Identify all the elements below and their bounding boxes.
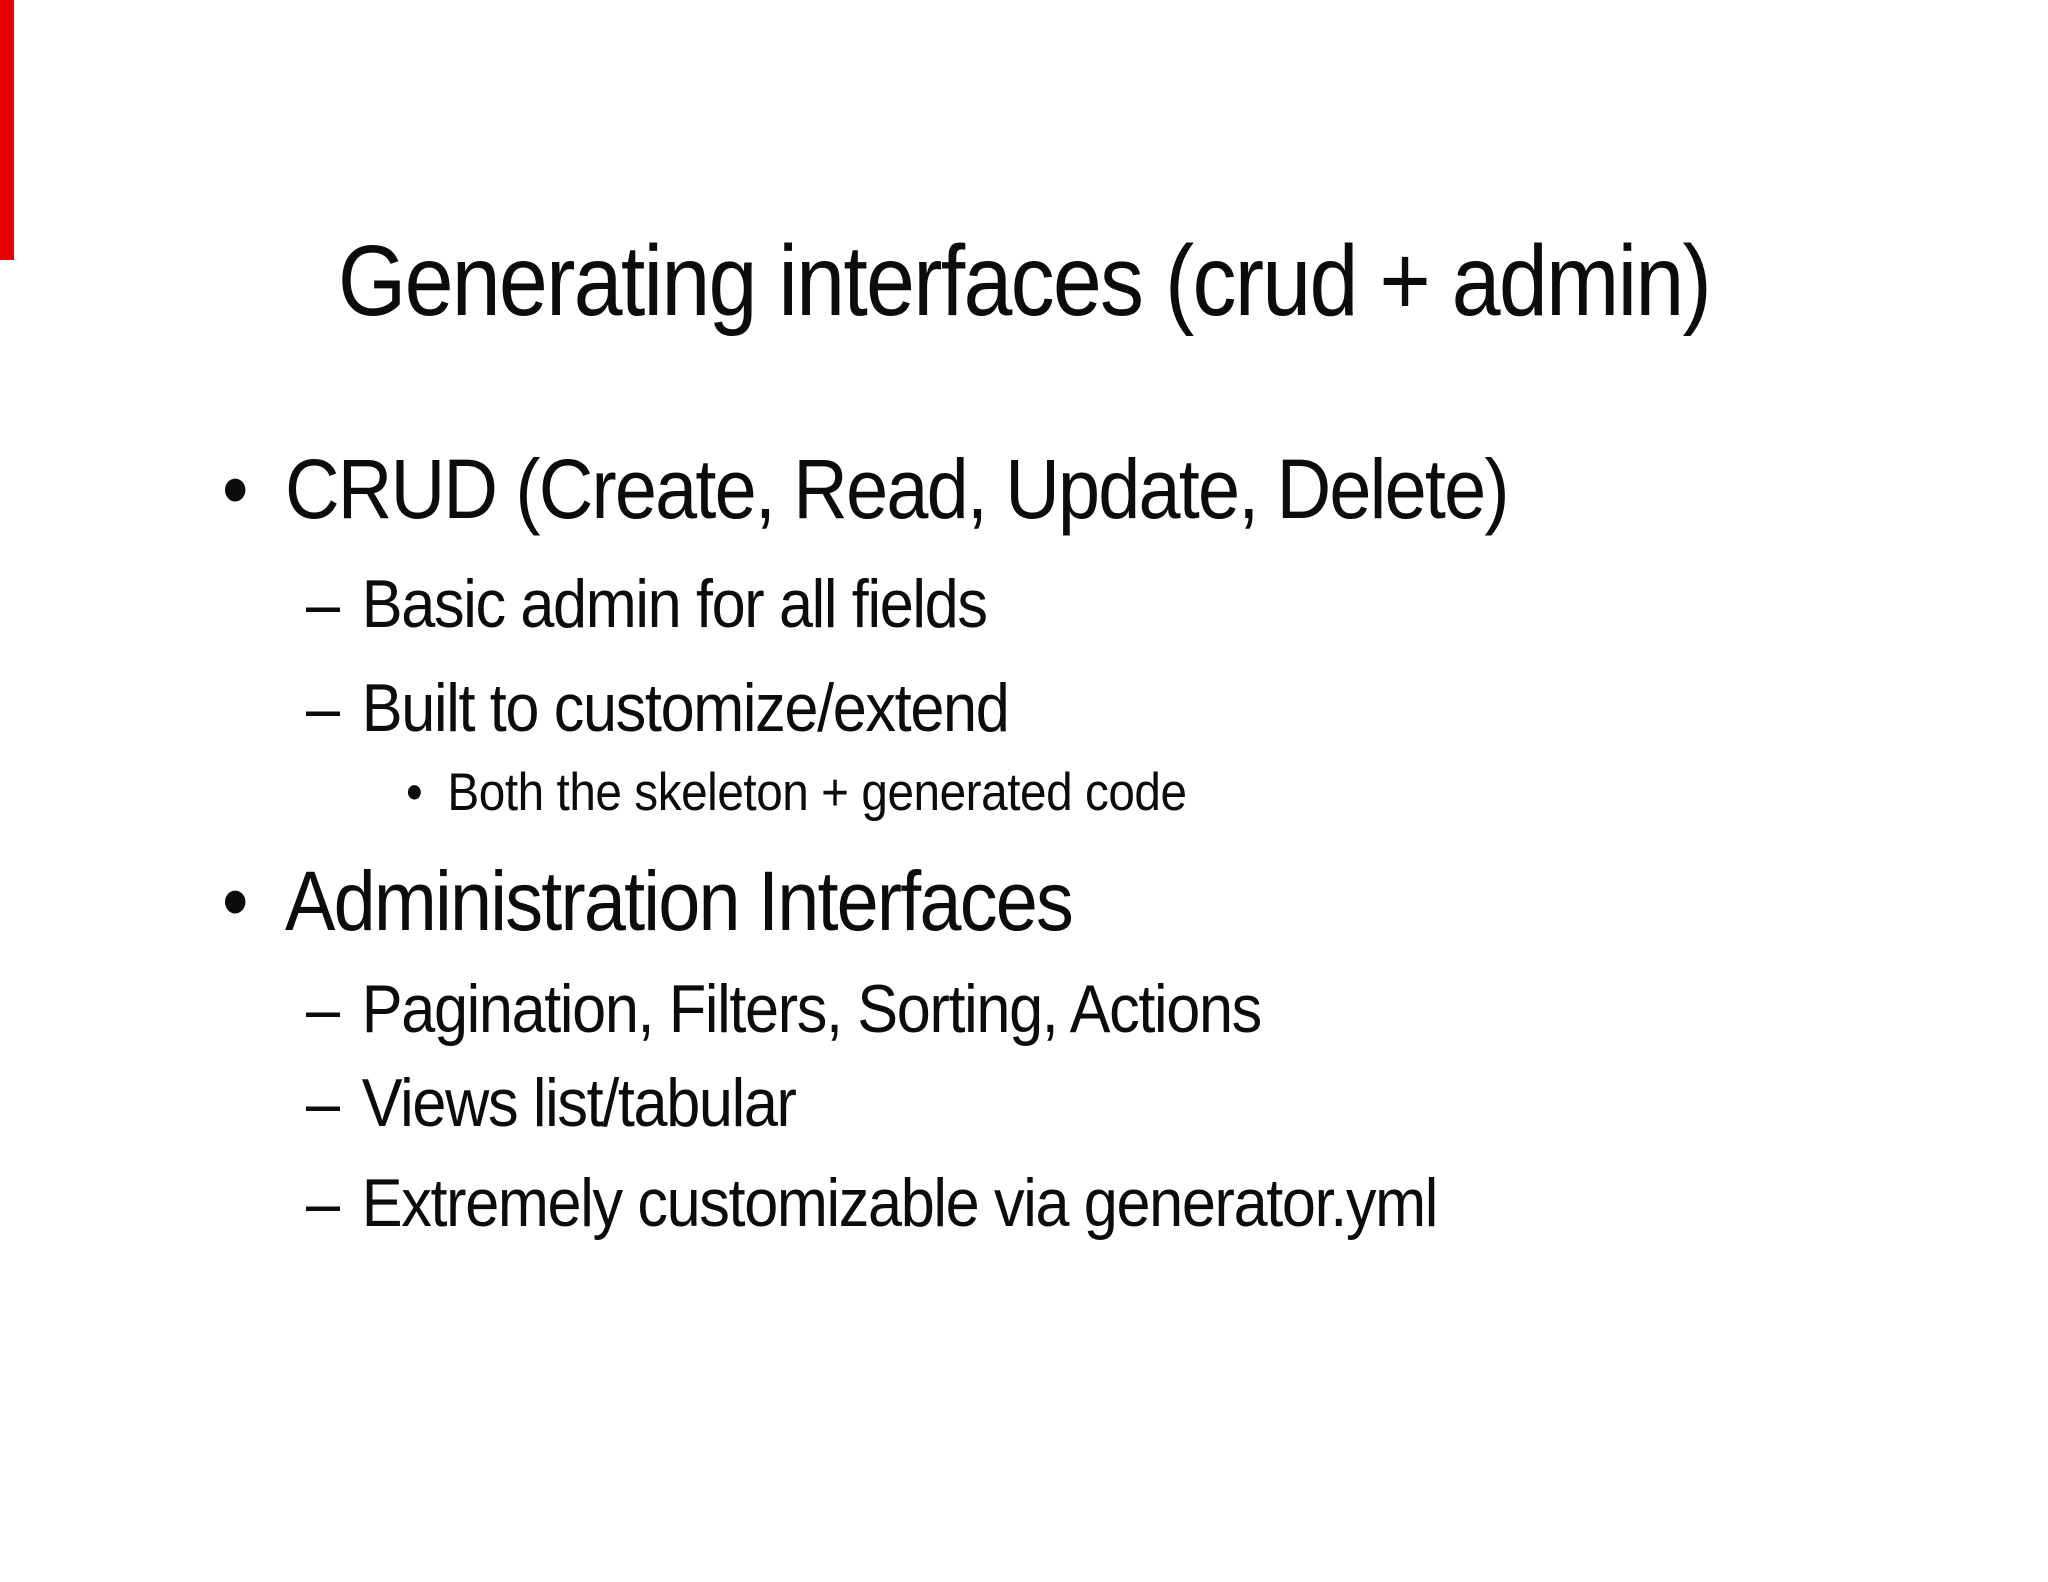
bullet-icon: • bbox=[406, 763, 423, 822]
slide-title: Generating interfaces (crud + admin) bbox=[337, 225, 1712, 337]
bullet-text: Built to customize/extend bbox=[361, 670, 1010, 746]
bullet-row-views-list-tabular: –Views list/tabular bbox=[306, 1065, 797, 1141]
dash-icon: – bbox=[306, 1065, 340, 1141]
dash-icon: – bbox=[306, 670, 340, 746]
bullet-text: Both the skeleton + generated code bbox=[447, 763, 1187, 822]
bullet-icon: • bbox=[222, 442, 248, 536]
bullet-icon: • bbox=[222, 854, 248, 948]
bullet-text: Basic admin for all fields bbox=[361, 566, 988, 642]
dash-icon: – bbox=[306, 971, 340, 1047]
bullet-text: Extremely customizable via generator.yml bbox=[361, 1165, 1439, 1241]
dash-icon: – bbox=[306, 1165, 340, 1241]
bullet-row-both-skeleton: • Both the skeleton + generated code bbox=[406, 766, 1187, 819]
bullet-row-pagination-filters: –Pagination, Filters, Sorting, Actions bbox=[306, 971, 1262, 1047]
bullet-text: Pagination, Filters, Sorting, Actions bbox=[361, 971, 1262, 1047]
red-annotation-mark bbox=[0, 0, 14, 260]
bullet-text: Views list/tabular bbox=[361, 1065, 797, 1141]
bullet-row-built-to-customize: –Built to customize/extend bbox=[306, 670, 1010, 746]
bullet-row-extremely-customizable: –Extremely customizable via generator.ym… bbox=[306, 1165, 1438, 1241]
bullet-text: Administration Interfaces bbox=[285, 854, 1074, 948]
bullet-row-administration-interfaces: • Administration Interfaces bbox=[222, 854, 1074, 948]
bullet-row-basic-admin: –Basic admin for all fields bbox=[306, 566, 988, 642]
dash-icon: – bbox=[306, 566, 340, 642]
bullet-text: CRUD (Create, Read, Update, Delete) bbox=[285, 442, 1510, 536]
bullet-row-crud: • CRUD (Create, Read, Update, Delete) bbox=[222, 442, 1510, 536]
